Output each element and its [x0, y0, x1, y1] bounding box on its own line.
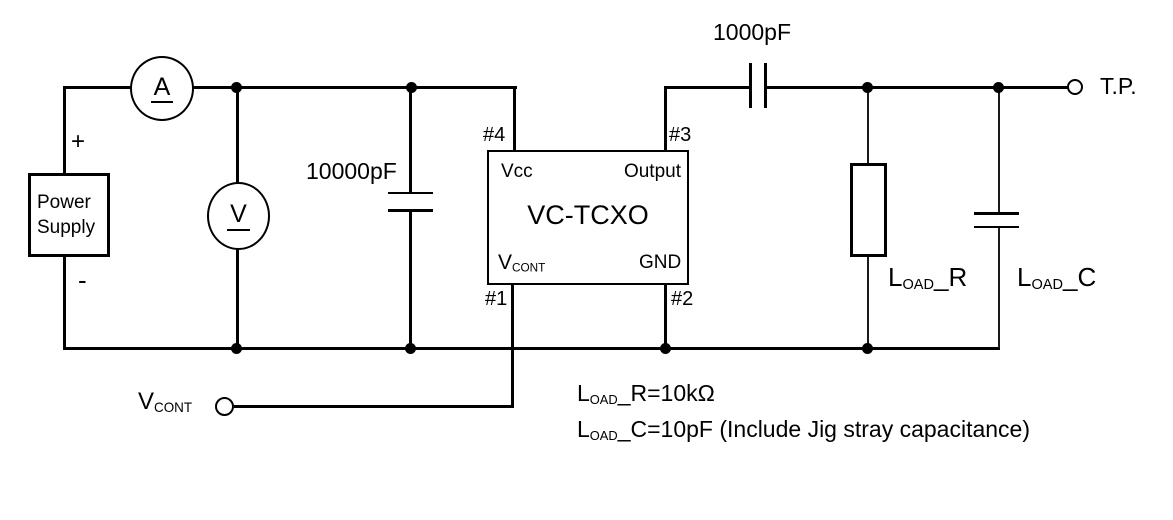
- coupling-cap-plate-left: [749, 63, 752, 108]
- bypass-cap-value: 10000pF: [306, 158, 397, 184]
- wire-output-right: [767, 86, 1068, 89]
- wire-top-left: [63, 86, 517, 89]
- bypass-cap-plate-bottom: [388, 209, 433, 212]
- coupling-cap-plate-right: [764, 63, 767, 108]
- tcxo-output-label: Output: [623, 161, 681, 182]
- bypass-cap-plate-top: [388, 192, 433, 194]
- power-supply-box: [28, 173, 110, 257]
- test-point-terminal: [1067, 79, 1083, 95]
- voltmeter-letter: V: [227, 201, 250, 231]
- wire-bypass-cap-top: [409, 86, 412, 193]
- load-resistor-body: [850, 163, 887, 257]
- vctcxo-box: [487, 150, 689, 285]
- wire-load-c-bottom: [998, 228, 1000, 348]
- pin1-lead: [511, 285, 514, 407]
- vcont-terminal: [215, 397, 234, 416]
- load-resistor-label: LOAD_R: [888, 262, 968, 294]
- note-load-r-value: LOAD_R=10kΩ: [577, 380, 715, 407]
- junction-dot-top-voltmeter: [231, 82, 242, 93]
- junction-dot-top-bypass: [406, 82, 417, 93]
- wire-load-c-top: [998, 88, 1000, 213]
- wire-powersupply-bottom: [63, 255, 66, 350]
- junction-dot-gnd-bypass: [405, 343, 416, 354]
- tcxo-vcont-label: VCONT: [498, 251, 546, 275]
- junction-dot-gnd-pin2: [660, 343, 671, 354]
- ammeter-symbol: A: [130, 56, 194, 121]
- junction-dot-gnd-load-r: [862, 343, 873, 354]
- wire-output-left: [664, 86, 752, 89]
- junction-dot-gnd-voltmeter: [231, 343, 242, 354]
- pin4-lead: [513, 86, 516, 152]
- coupling-cap-value: 1000pF: [713, 19, 792, 45]
- pin2-lead: [664, 285, 667, 349]
- tcxo-name: VC-TCXO: [527, 200, 649, 230]
- load-cap-plate-bottom: [974, 226, 1019, 228]
- junction-dot-top-load-c: [993, 82, 1004, 93]
- pin1-label: #1: [485, 288, 508, 310]
- wire-ground: [63, 347, 1000, 350]
- tcxo-vcc-label: Vcc: [501, 161, 533, 182]
- load-capacitor-label: LOAD_C: [1017, 262, 1097, 294]
- pin2-label: #2: [671, 288, 694, 310]
- wire-bypass-cap-bottom: [409, 212, 412, 349]
- polarity-minus: -: [78, 265, 87, 295]
- load-cap-plate-top: [974, 212, 1019, 215]
- pin3-lead: [664, 86, 667, 152]
- wire-vcont-input: [234, 405, 514, 408]
- tcxo-gnd-label: GND: [639, 252, 682, 273]
- wire-powersupply-top: [63, 86, 66, 175]
- pin3-label: #3: [669, 124, 692, 146]
- ammeter-letter: A: [150, 74, 174, 104]
- voltmeter-symbol: V: [207, 182, 270, 250]
- test-point-label: T.P.: [1100, 73, 1137, 99]
- junction-dot-top-load-r: [862, 82, 873, 93]
- wire-load-r-top: [867, 88, 869, 163]
- pin4-label: #4: [483, 124, 506, 146]
- note-load-c-value: LOAD_C=10pF (Include Jig stray capacitan…: [577, 416, 1030, 443]
- wire-load-r-bottom: [867, 255, 869, 349]
- vcont-input-label: VCONT: [138, 388, 193, 415]
- polarity-plus: +: [71, 128, 86, 155]
